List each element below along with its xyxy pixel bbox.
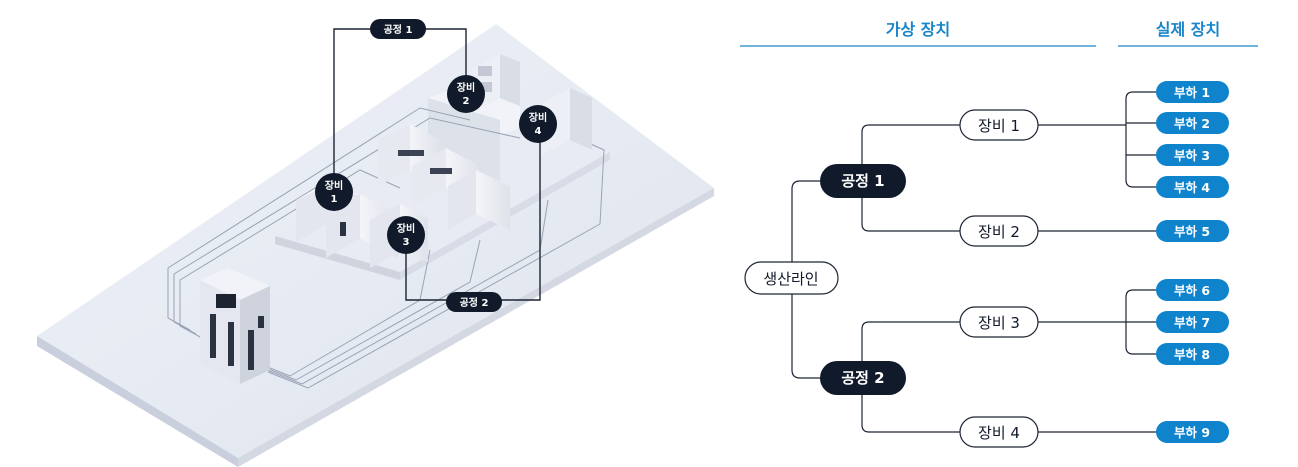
cable-routes <box>167 107 605 389</box>
equipment-badge-4: 장비 4 <box>519 105 557 143</box>
process-tag-1-label: 공정 1 <box>384 23 413 36</box>
process-node-1-label: 공정 1 <box>841 172 884 190</box>
load-node-5-label: 부하 5 <box>1174 224 1210 239</box>
load-node-1-label: 부하 1 <box>1174 85 1210 100</box>
badge-4-line2: 4 <box>535 126 542 137</box>
root-node-label: 생산라인 <box>763 270 818 288</box>
process-node-2: 공정 2 <box>820 361 906 395</box>
equipment-node-3-label: 장비 3 <box>978 314 1020 332</box>
load-node-7-label: 부하 7 <box>1174 315 1210 330</box>
badge-1-line2: 1 <box>331 194 338 205</box>
load-node-2-label: 부하 2 <box>1174 116 1210 131</box>
process-node-2-label: 공정 2 <box>841 369 884 387</box>
process-tag-1: 공정 1 <box>370 19 426 39</box>
equipment-node-4: 장비 4 <box>959 416 1039 448</box>
load-node-6: 부하 6 <box>1156 279 1229 301</box>
load-node-2: 부하 2 <box>1156 112 1229 134</box>
load-node-8: 부하 8 <box>1156 343 1229 365</box>
process-tag-2-label: 공정 2 <box>460 296 489 309</box>
equipment-badge-2: 장비 2 <box>447 75 485 113</box>
load-node-3: 부하 3 <box>1156 144 1229 166</box>
equipment-node-2: 장비 2 <box>959 215 1039 247</box>
root-node: 생산라인 <box>744 261 839 295</box>
load-node-4: 부하 4 <box>1156 176 1229 198</box>
equipment-node-2-label: 장비 2 <box>978 223 1020 241</box>
process-tag-2: 공정 2 <box>446 292 502 312</box>
badge-4-line1: 장비 <box>529 111 547 124</box>
load-node-1: 부하 1 <box>1156 81 1229 103</box>
load-node-8-label: 부하 8 <box>1174 347 1210 362</box>
panel-display-icon <box>216 294 236 308</box>
badge-2-line2: 2 <box>463 96 470 107</box>
load-node-9: 부하 9 <box>1156 421 1229 443</box>
tree-connectors <box>791 91 1156 433</box>
equipment-node-1: 장비 1 <box>959 109 1039 141</box>
equipment-node-1-label: 장비 1 <box>978 117 1020 135</box>
equipment-badge-1: 장비 1 <box>315 173 353 211</box>
equipment-node-4-label: 장비 4 <box>978 424 1020 442</box>
virtual-device-header: 가상 장치 <box>886 20 950 39</box>
load-node-5: 부하 5 <box>1156 220 1229 242</box>
badge-3-line1: 장비 <box>397 222 415 235</box>
badge-3-line2: 3 <box>403 237 410 248</box>
load-node-9-label: 부하 9 <box>1174 425 1210 440</box>
load-node-6-label: 부하 6 <box>1174 283 1210 298</box>
load-node-4-label: 부하 4 <box>1174 180 1210 195</box>
storage-rack <box>470 54 520 114</box>
load-node-7: 부하 7 <box>1156 311 1229 333</box>
equipment-badge-3: 장비 3 <box>387 216 425 254</box>
equipment-node-3: 장비 3 <box>959 306 1039 338</box>
badge-2-line1: 장비 <box>457 81 475 94</box>
factory-illustration: 공정 1 공정 2 장비 2 장비 4 장비 1 장비 3 <box>37 19 714 467</box>
badge-1-line1: 장비 <box>325 179 343 192</box>
load-node-3-label: 부하 3 <box>1174 148 1210 163</box>
process-node-1: 공정 1 <box>820 164 906 198</box>
machine-cabinet <box>448 170 510 230</box>
distribution-panel <box>200 268 270 384</box>
real-device-header: 실제 장치 <box>1156 20 1220 39</box>
